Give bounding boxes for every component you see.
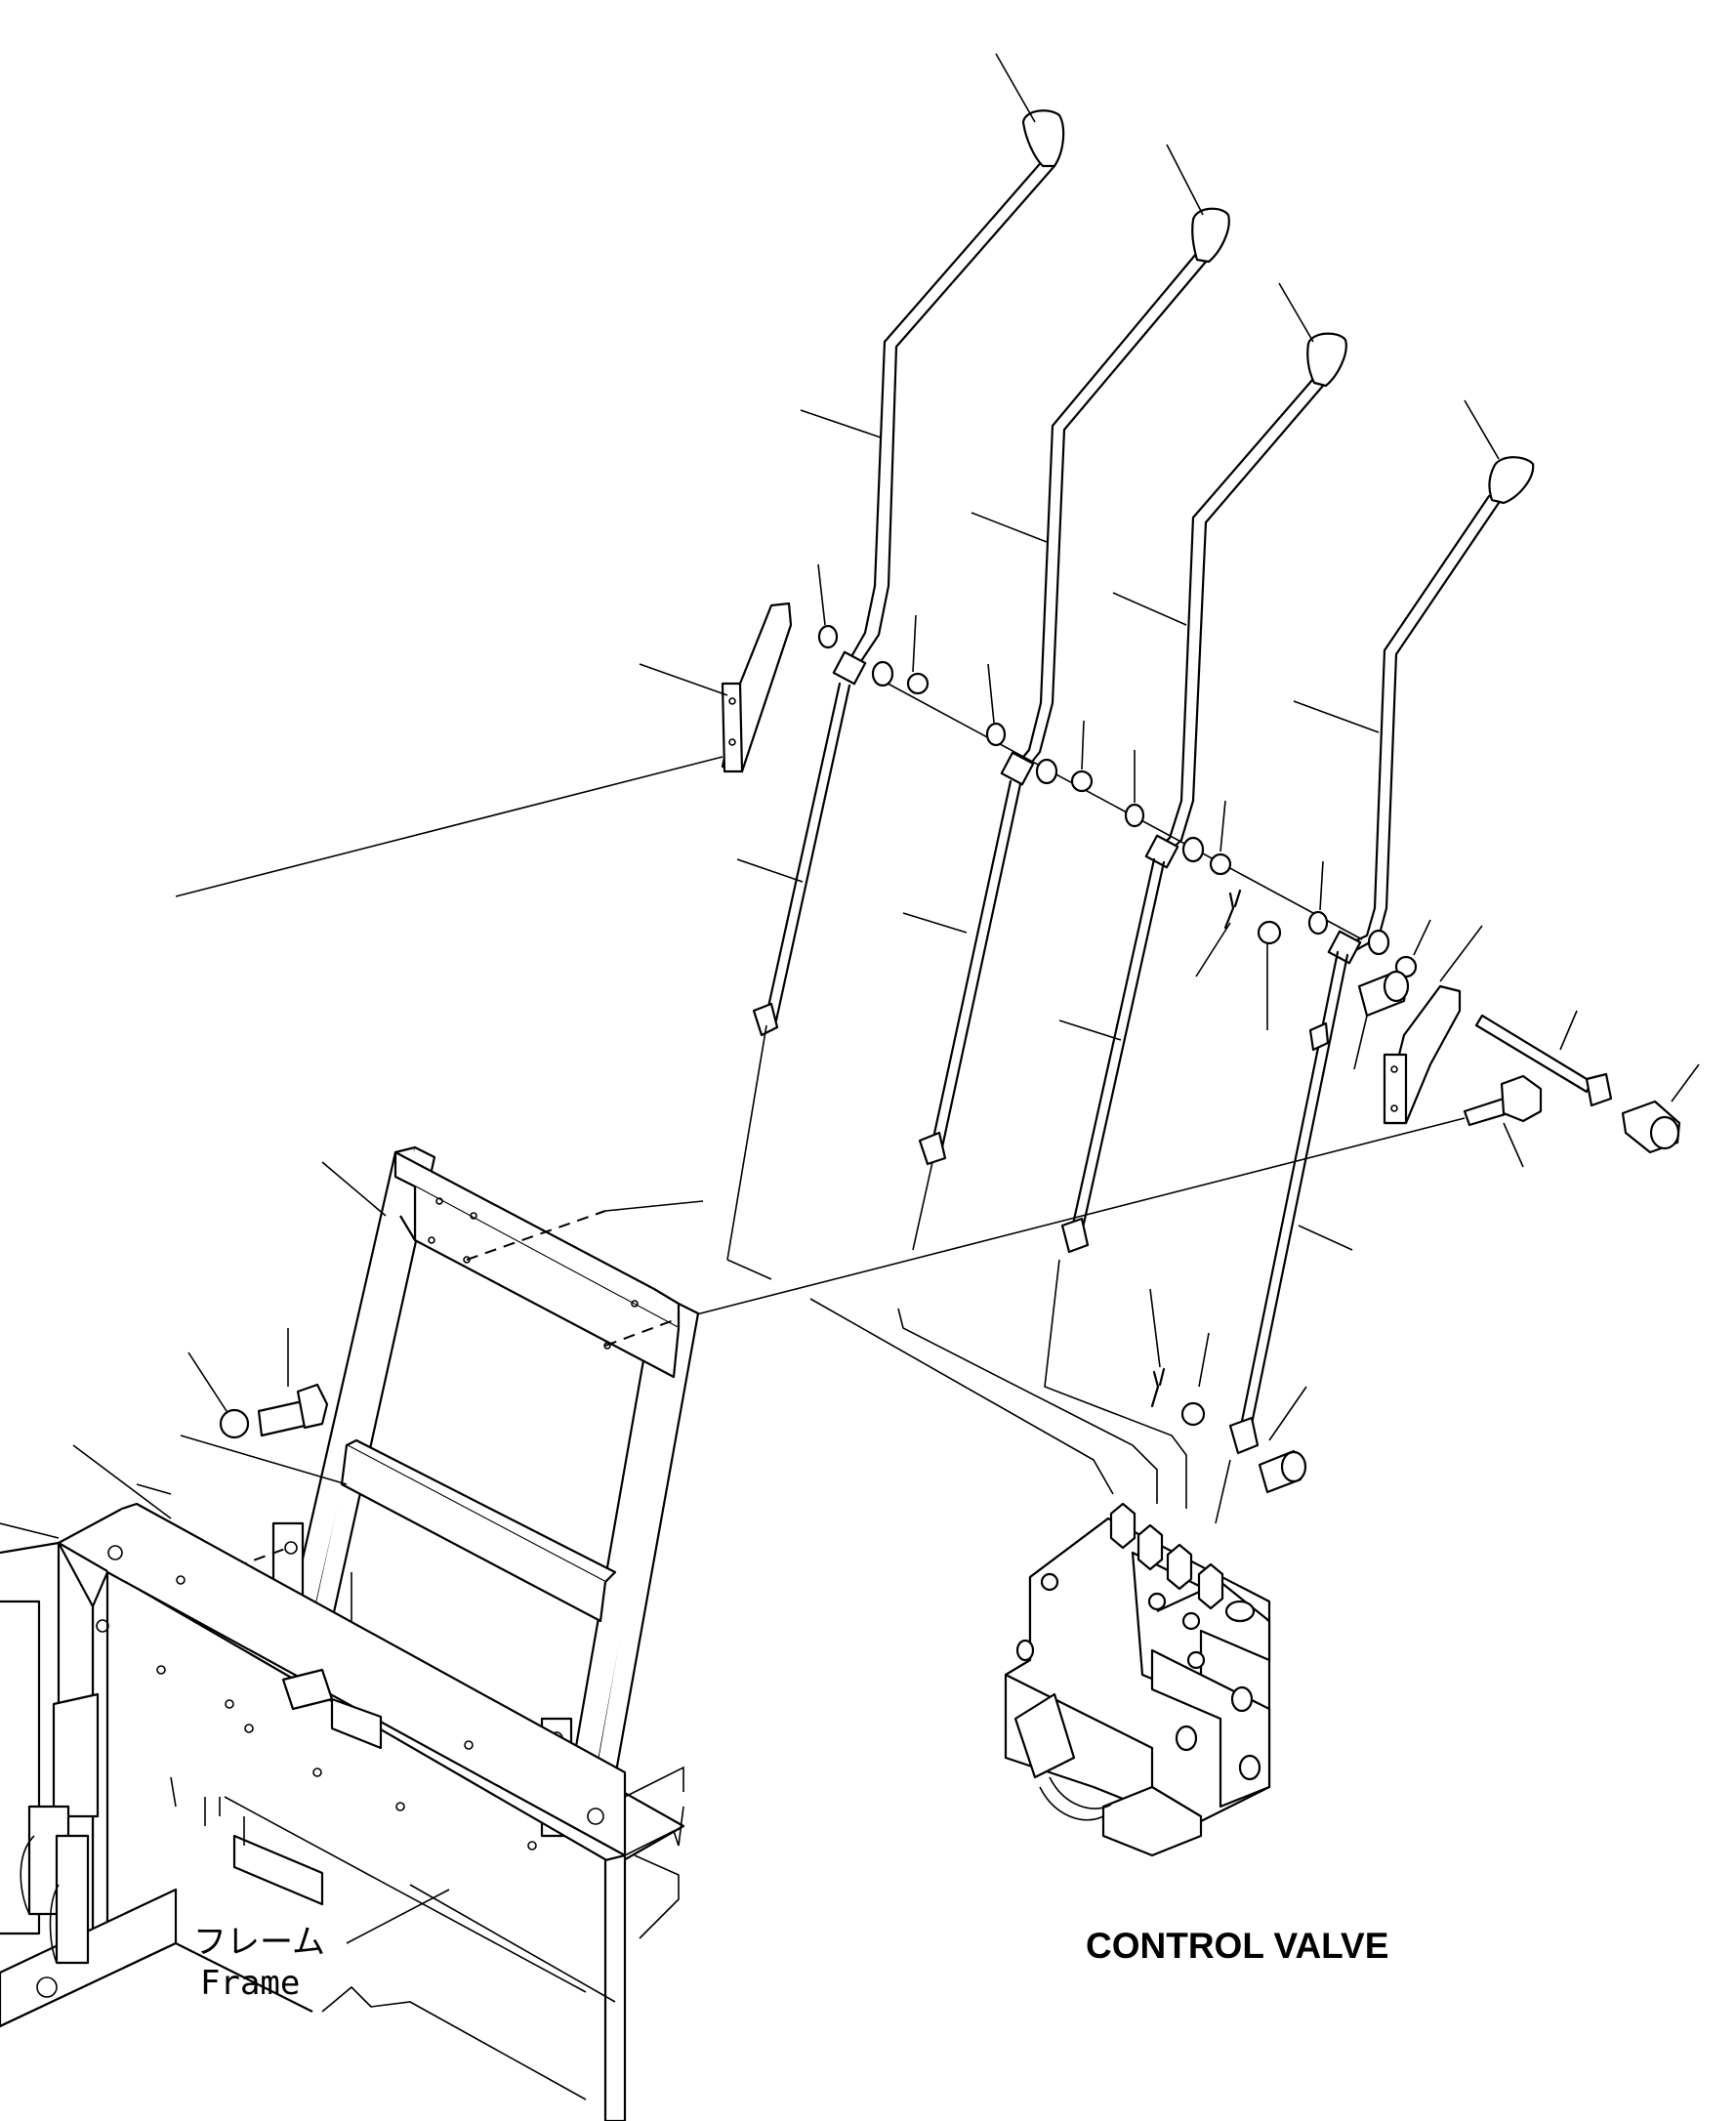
stand-mounting-bolt [187,1328,329,1439]
lever-shaft-assembly [817,624,1418,978]
valve-link-parts [726,1024,1307,1494]
control-lever-4 [1340,456,1535,954]
control-lever-3 [1148,332,1347,861]
left-lever-bracket [175,602,793,897]
machine-frame: フレーム Frame [0,1444,685,2121]
leader-lines-small-parts [817,563,1431,1070]
control-lever-1 [847,109,1065,666]
leader-lines-top [800,53,1500,733]
frame-label-en: Frame [200,1964,300,2003]
control-lever-2 [1008,207,1230,778]
frame-label-jp: フレーム [193,1923,325,1962]
mounting-bolt-right [673,1074,1543,1321]
linkage-rods [736,682,1353,1455]
pin-and-washer [1223,889,1410,1018]
right-lever-bracket [1383,925,1700,1154]
control-valve-label: CONTROL VALVE [1086,1926,1388,1966]
control-valve: CONTROL VALVE [1004,1502,1388,1966]
assembly-lines [726,1259,1231,1524]
